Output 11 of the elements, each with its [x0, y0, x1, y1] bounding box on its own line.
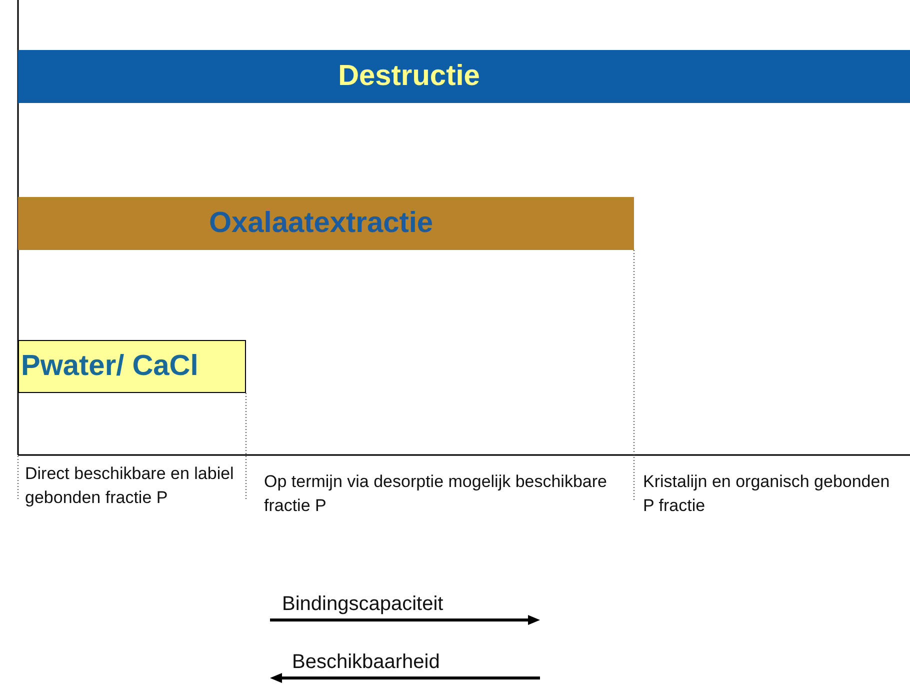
fraction-description: Direct beschikbare en labiel gebonden fractie P [25, 463, 235, 509]
method-bar [18, 197, 634, 250]
axis-caption: Bindingscapaciteit [282, 592, 444, 616]
fraction-description: Kristalijn en organisch gebonden P fractie [643, 471, 891, 517]
bar-label: Pwater/ CaCl [21, 348, 198, 384]
bar-label: Oxalaatextractie [208, 206, 434, 241]
method-bar [18, 340, 246, 393]
bar-label: Destructie [338, 58, 480, 94]
axis-caption: Beschikbaarheid [292, 650, 440, 674]
method-bar [18, 50, 910, 103]
fraction-description: Op termijn via desorptie mogelijk beschikbare fractie P [264, 471, 608, 517]
